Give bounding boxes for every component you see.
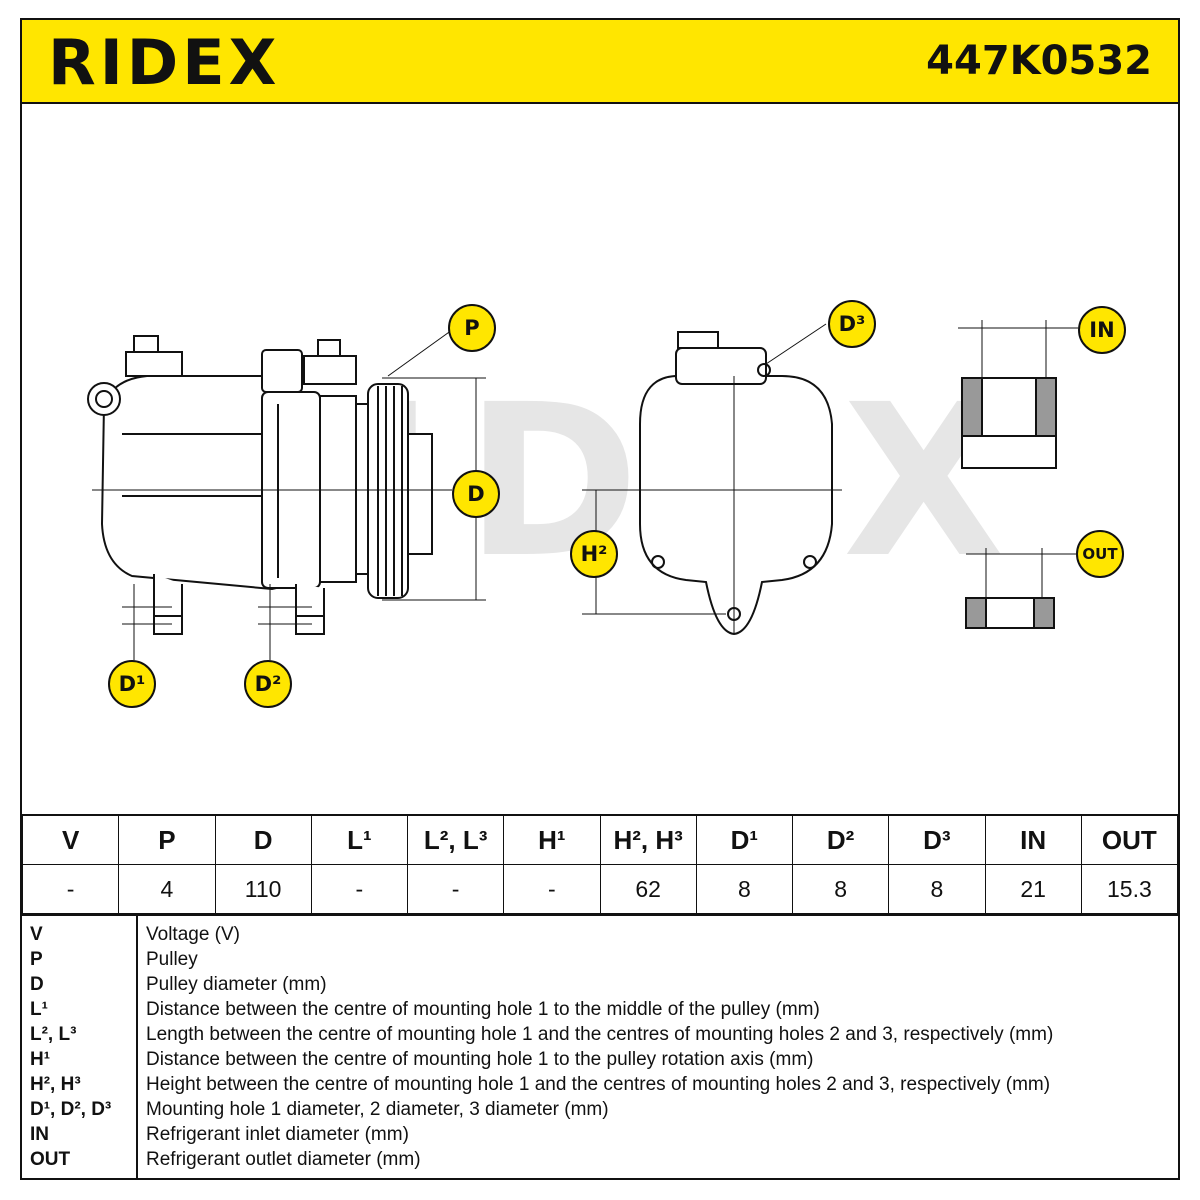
legend-key: OUT (30, 1149, 71, 1170)
header-bar: RIDEX 447K0532 (22, 20, 1178, 104)
legend-key: H¹ (30, 1049, 51, 1070)
legend-item: D Pulley diameter (mm) (22, 974, 1178, 999)
spec-table: V P D L¹ L², L³ H¹ H², H³ D¹ D² D³ IN OU… (21, 814, 1179, 914)
legend-key: H², H³ (30, 1074, 81, 1095)
legend-item: H², H³ Height between the centre of moun… (22, 1074, 1178, 1099)
legend-key: P (30, 949, 43, 970)
spec-value-cell: 110 (214, 864, 312, 914)
legend-desc: Mounting hole 1 diameter, 2 diameter, 3 … (146, 1099, 609, 1120)
spec-value-cell: - (21, 864, 120, 914)
legend-item: V Voltage (V) (22, 924, 1178, 949)
callout-p: P (448, 304, 496, 352)
callout-d1: D¹ (108, 660, 156, 708)
spec-header-cell: P (118, 814, 216, 865)
spec-value-cell: 21 (984, 864, 1082, 914)
spec-header-cell: D¹ (695, 814, 794, 865)
datasheet-frame: RIDEX 447K0532 RIDEX (20, 18, 1180, 1180)
legend-item: D¹, D², D³ Mounting hole 1 diameter, 2 d… (22, 1099, 1178, 1124)
legend-divider (136, 916, 138, 1180)
side-view (87, 329, 486, 660)
spec-value-row: - 4 110 - - - 62 8 8 8 21 15.3 (21, 864, 1179, 914)
legend-desc: Distance between the centre of mounting … (146, 999, 820, 1020)
spec-value-cell: - (406, 864, 505, 914)
legend-key: L¹ (30, 999, 48, 1020)
legend-desc: Length between the centre of mounting ho… (146, 1024, 1054, 1045)
spec-header-cell: H², H³ (599, 814, 697, 865)
spec-value-cell: 8 (791, 864, 890, 914)
legend-desc: Height between the centre of mounting ho… (146, 1074, 1051, 1095)
spec-value-cell: - (503, 864, 601, 914)
legend-key: L², L³ (30, 1024, 77, 1045)
spec-header-cell: V (21, 814, 120, 865)
legend-desc: Distance between the centre of mounting … (146, 1049, 814, 1070)
spec-header-cell: D (214, 814, 312, 865)
spec-header-cell: IN (984, 814, 1082, 865)
spec-value-cell: 62 (599, 864, 697, 914)
spec-header-cell: L¹ (310, 814, 409, 865)
spec-value-cell: - (310, 864, 409, 914)
legend-desc: Refrigerant outlet diameter (mm) (146, 1149, 421, 1170)
spec-header-cell: D² (791, 814, 890, 865)
spec-value-cell: 8 (695, 864, 794, 914)
legend-desc: Pulley (146, 949, 198, 970)
callout-h2: H² (570, 530, 618, 578)
legend-key: D (30, 974, 44, 995)
part-number: 447K0532 (926, 38, 1152, 84)
spec-header-cell: OUT (1080, 814, 1179, 865)
legend-key: D¹, D², D³ (30, 1099, 112, 1120)
callout-in: IN (1078, 306, 1126, 354)
front-view (582, 323, 842, 636)
legend-item: L², L³ Length between the centre of moun… (22, 1024, 1178, 1049)
compressor-drawing-svg: RIDEX (87, 320, 1078, 660)
legend-item: H¹ Distance between the centre of mounti… (22, 1049, 1178, 1074)
spec-value-cell: 8 (888, 864, 986, 914)
legend-key: V (30, 924, 43, 945)
port-sections (958, 320, 1078, 629)
legend-desc: Voltage (V) (146, 924, 240, 945)
legend-key: IN (30, 1124, 49, 1145)
callout-d: D (452, 470, 500, 518)
legend-item: L¹ Distance between the centre of mounti… (22, 999, 1178, 1024)
spec-value-cell: 15.3 (1080, 864, 1179, 914)
callout-d2: D² (244, 660, 292, 708)
spec-header-cell: L², L³ (406, 814, 505, 865)
technical-drawing: RIDEX (22, 104, 1178, 816)
callout-out: OUT (1076, 530, 1124, 578)
spec-header-cell: D³ (888, 814, 986, 865)
spec-header-row: V P D L¹ L², L³ H¹ H², H³ D¹ D² D³ IN OU… (21, 814, 1179, 865)
brand-logo: RIDEX (48, 26, 281, 99)
legend-item: OUT Refrigerant outlet diameter (mm) (22, 1149, 1178, 1174)
legend-item: P Pulley (22, 949, 1178, 974)
spec-value-cell: 4 (118, 864, 216, 914)
spec-header-cell: H¹ (503, 814, 601, 865)
legend-desc: Pulley diameter (mm) (146, 974, 327, 995)
legend-desc: Refrigerant inlet diameter (mm) (146, 1124, 409, 1145)
callout-d3: D³ (828, 300, 876, 348)
legend-list: V Voltage (V) P Pulley D Pulley diameter… (22, 914, 1178, 1180)
legend-item: IN Refrigerant inlet diameter (mm) (22, 1124, 1178, 1149)
